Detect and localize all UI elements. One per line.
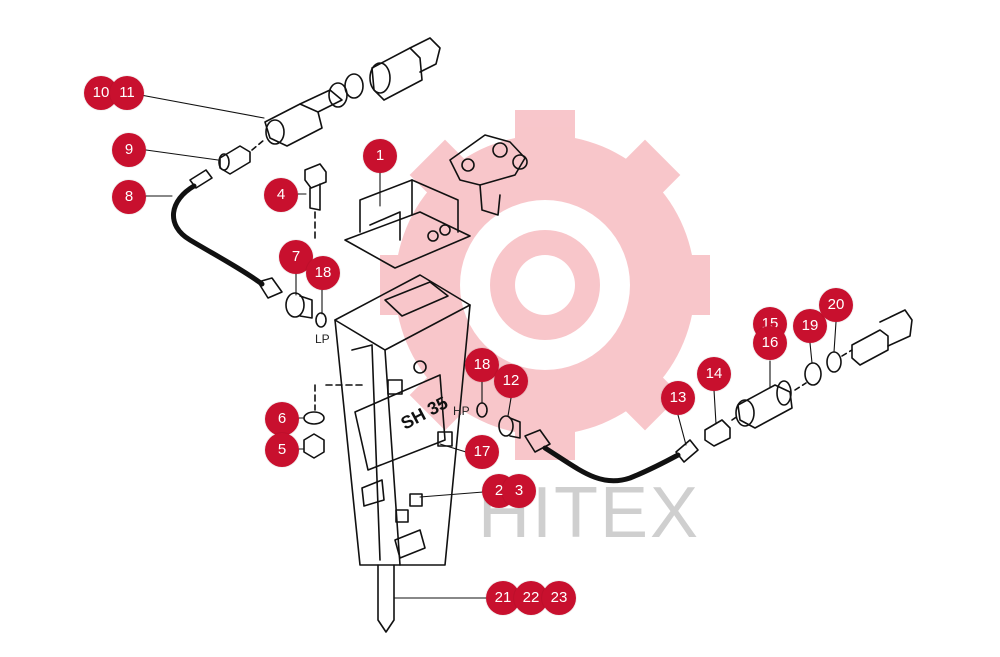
lp-label: LP: [315, 332, 330, 346]
callout-9[interactable]: 9: [112, 133, 146, 167]
callout-20[interactable]: 20: [819, 288, 853, 322]
fitting-12: [498, 415, 521, 439]
chisel-tool: [377, 564, 395, 633]
bolt-4: [304, 163, 327, 211]
callout-1[interactable]: 1: [363, 139, 397, 173]
callout-6[interactable]: 6: [265, 402, 299, 436]
adapter-14: [704, 419, 731, 447]
callout-18-hp[interactable]: 18: [465, 348, 499, 382]
callout-5[interactable]: 5: [265, 433, 299, 467]
fitting-7: [285, 292, 313, 319]
quick-coupler-top: [369, 37, 441, 101]
o-ring-lp: [315, 312, 327, 328]
hose-lp: [171, 169, 283, 299]
callout-13[interactable]: 13: [661, 381, 695, 415]
quick-coupler-male: [851, 309, 913, 366]
callout-12[interactable]: 12: [494, 364, 528, 398]
hp-label: HP: [453, 404, 470, 418]
adapter-9: [218, 145, 251, 175]
callout-16[interactable]: 16: [753, 326, 787, 360]
coupler-nipple: [264, 89, 343, 147]
o-ring-20: [826, 351, 842, 373]
adapter-plate: [449, 134, 528, 216]
callout-4[interactable]: 4: [264, 178, 298, 212]
leader-lines: [129, 92, 837, 599]
callout-17[interactable]: 17: [465, 435, 499, 469]
mounting-bracket: [344, 179, 471, 269]
callout-8[interactable]: 8: [112, 180, 146, 214]
nut-5: [303, 433, 325, 459]
callout-3[interactable]: 3: [502, 474, 536, 508]
callout-23[interactable]: 23: [542, 581, 576, 615]
o-rings-top: [328, 73, 364, 108]
washer-6: [303, 411, 325, 425]
callout-11[interactable]: 11: [110, 76, 144, 110]
callout-18-lp[interactable]: 18: [306, 256, 340, 290]
quick-coupler-hp: [735, 380, 793, 429]
callout-14[interactable]: 14: [697, 357, 731, 391]
o-ring-19: [804, 362, 822, 386]
breaker-body: [334, 274, 471, 566]
